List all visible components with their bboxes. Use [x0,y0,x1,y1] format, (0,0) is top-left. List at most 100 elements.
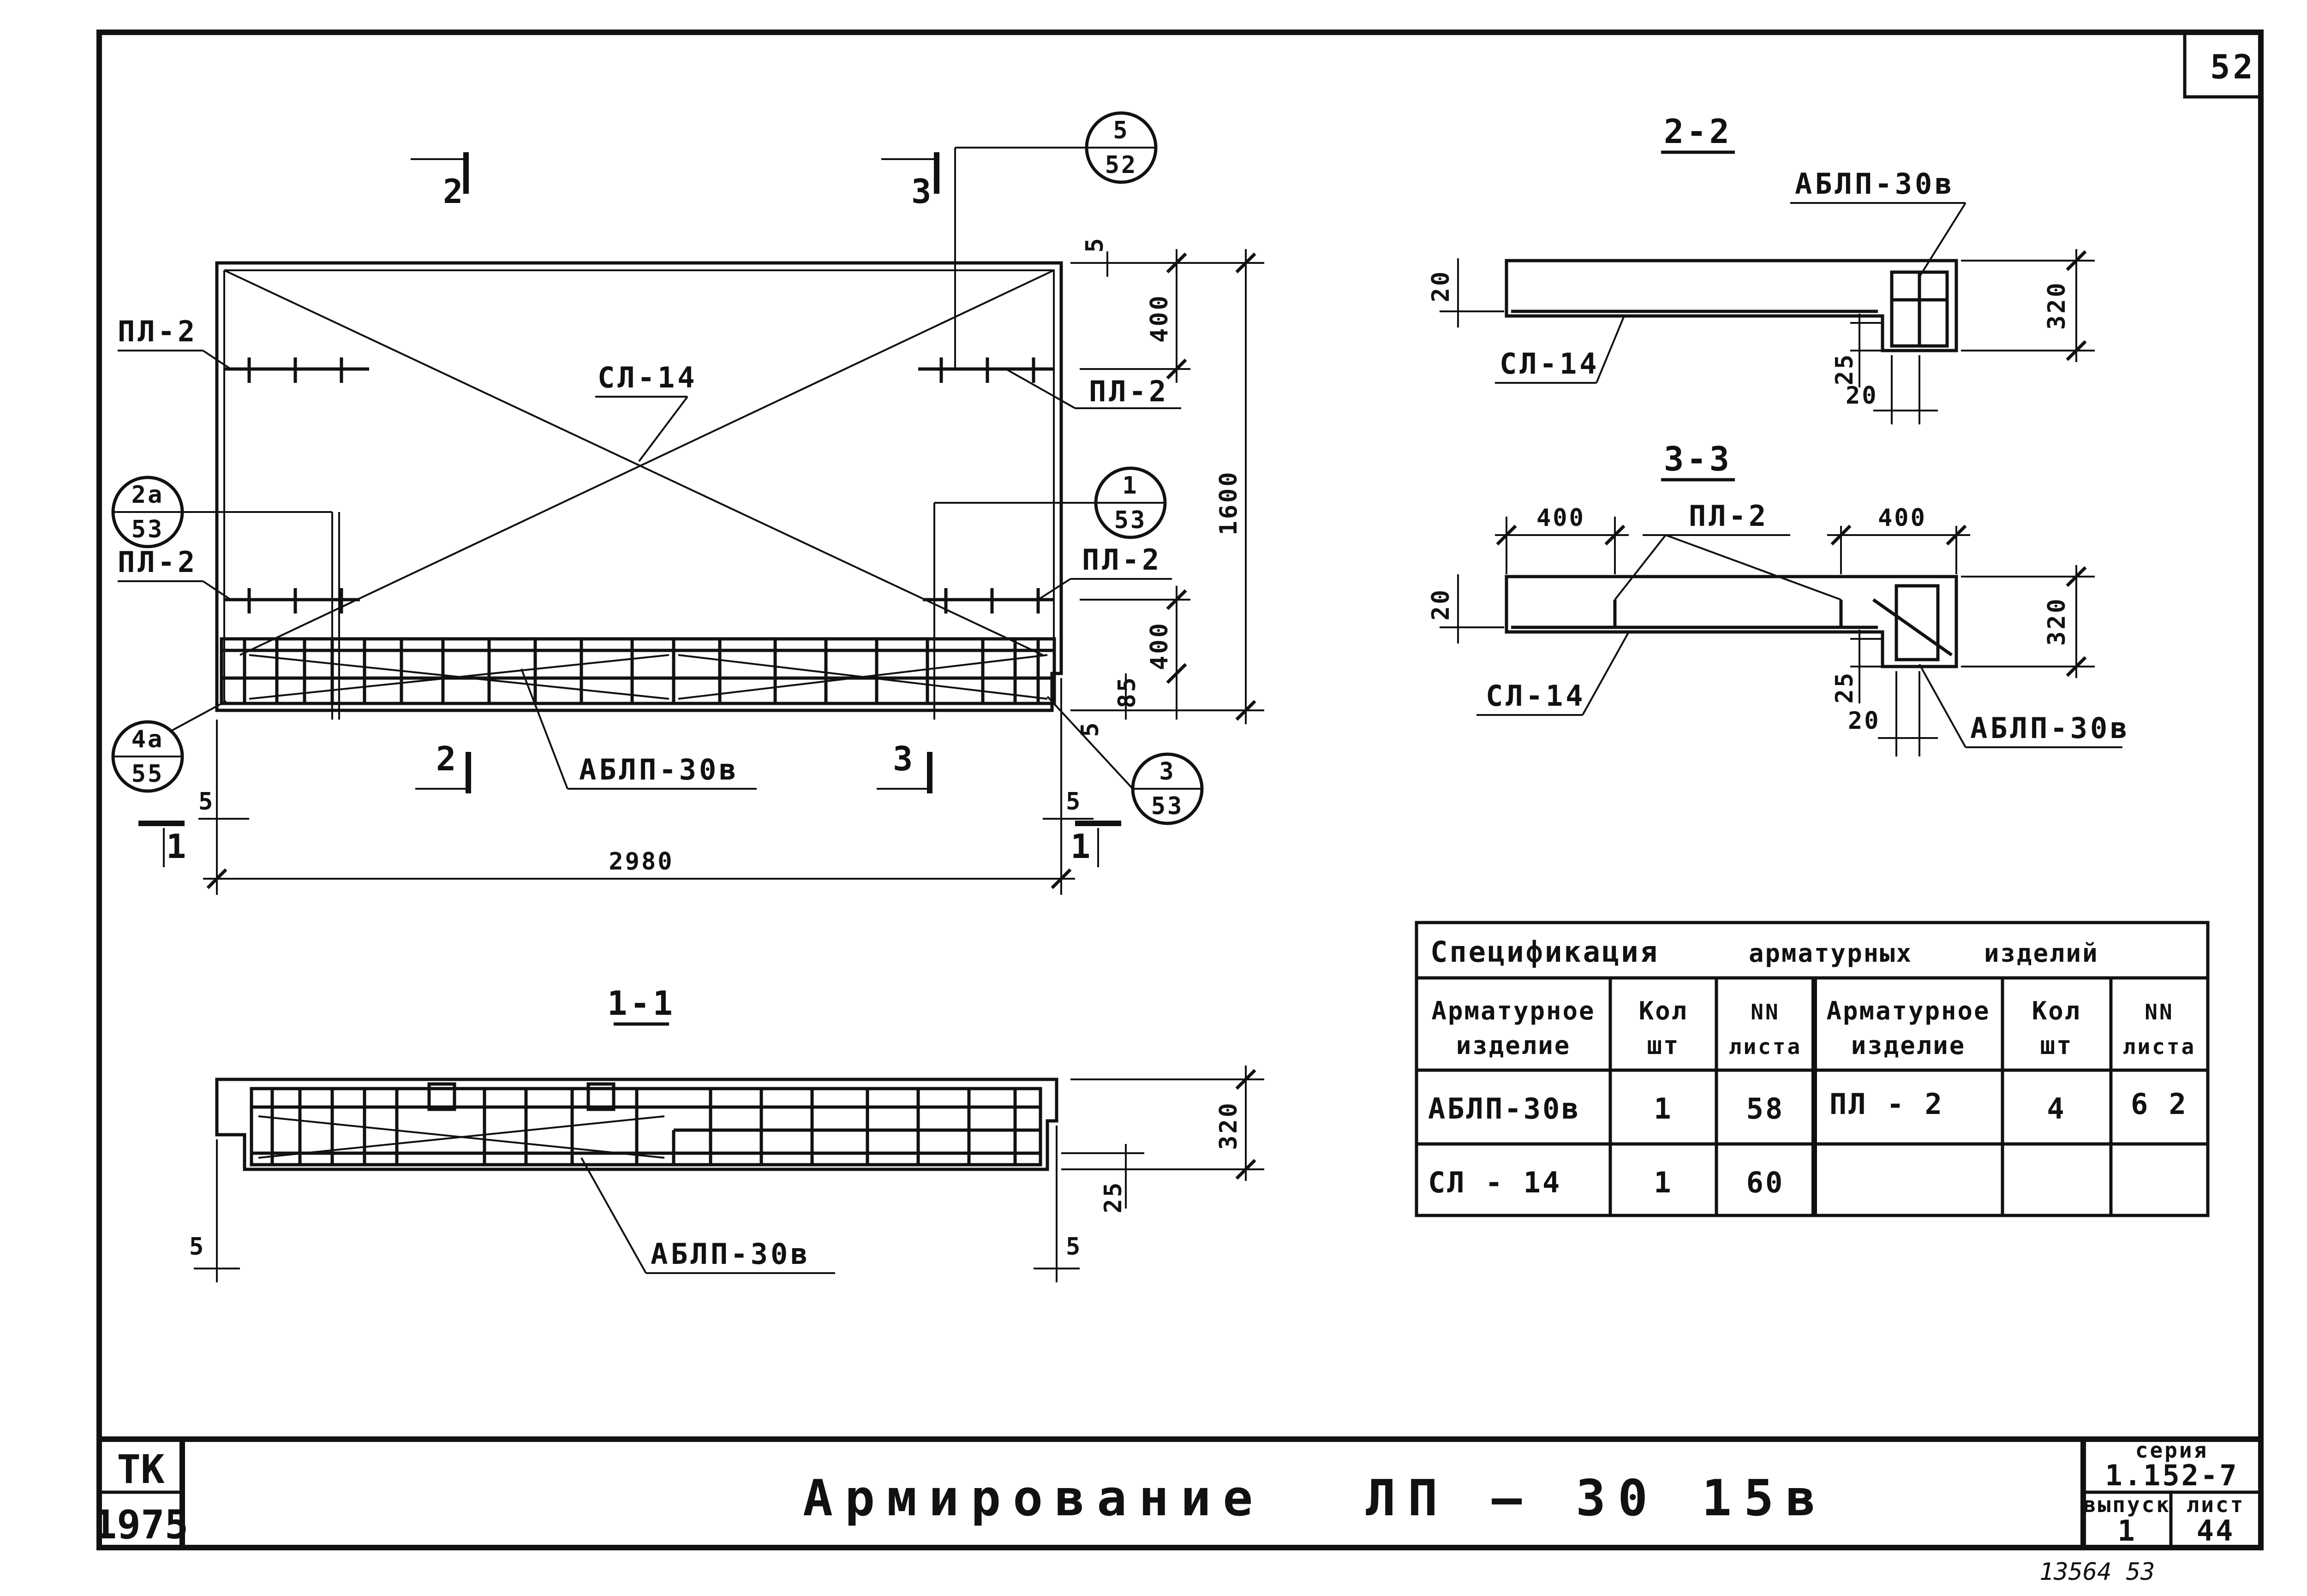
svg-text:шт: шт [1647,1031,1679,1060]
svg-text:NN: NN [2145,1000,2174,1024]
svg-text:85: 85 [1113,676,1141,709]
callout-2a-53: 2а 53 [111,476,340,720]
svg-text:53: 53 [1151,792,1184,820]
section-2-2: 2-2 АБЛП-30в СЛ-14 20 320 25 20 [1427,112,2095,424]
svg-text:5: 5 [189,1233,205,1261]
section-3-3-title: 3-3 [1664,440,1732,478]
svg-text:2: 2 [443,172,466,211]
svg-text:2980: 2980 [609,848,674,875]
svg-text:320: 320 [1215,1101,1243,1150]
svg-text:1: 1 [166,827,189,866]
spec-table: Спецификация арматурных изделий Арматурн… [1415,921,2210,1217]
svg-text:3: 3 [911,172,934,211]
label-sl14: СЛ-14 [598,361,698,394]
svg-text:53: 53 [1114,506,1147,534]
spec-title-1: Спецификация [1430,935,1659,969]
section-2-2-title: 2-2 [1664,112,1732,151]
svg-text:2: 2 [436,739,459,778]
svg-text:5: 5 [1113,117,1129,144]
section-1-1-title: 1-1 [607,984,675,1023]
dimension-height: 1600 [1070,249,1264,724]
section-3-3-ablp: АБЛП-30в [1970,711,2130,745]
svg-text:25: 25 [1831,671,1859,704]
svg-text:320: 320 [2043,597,2071,646]
section-mark-1-left: 1 [138,821,189,867]
label-pl2-bottom-right: ПЛ-2 [1082,543,1162,577]
callout-4a-55: 4а 55 [111,700,227,793]
svg-text:1: 1 [1654,1166,1673,1199]
sheet-label: лист [2187,1492,2245,1517]
section-1-1-stirrups [270,1089,1017,1165]
section-mark-2-top: 2 [411,152,469,211]
svg-text:2а: 2а [131,481,164,509]
svg-text:25: 25 [1100,1181,1127,1214]
svg-text:5: 5 [1076,721,1104,737]
svg-text:400: 400 [1536,504,1585,532]
section-mark-1-right: 1 [1070,821,1121,867]
svg-text:20: 20 [1846,382,1878,410]
svg-text:20: 20 [1427,588,1455,621]
footer-note: 13564 53 [2039,1558,2155,1586]
issue-label: выпуск [2083,1492,2171,1517]
lifting-loops [224,357,1054,613]
plan-view: ПЛ-2 ПЛ-2 ПЛ-2 ПЛ-2 СЛ-14 АБЛП-30в 5 52 … [111,111,1264,895]
svg-text:изделие: изделие [1851,1031,1966,1060]
dimension-400-top: 400 5 [1080,236,1190,383]
corner-number: 52 [2210,48,2256,86]
svg-text:25: 25 [1831,353,1859,386]
svg-text:1: 1 [1654,1092,1673,1126]
sheet-value: 44 [2197,1514,2235,1548]
stamp-tk: ТК [117,1447,165,1493]
svg-text:Арматурное: Арматурное [1431,996,1595,1025]
issue-value: 1 [2117,1514,2136,1548]
corner-number-box: 52 [2183,32,2261,99]
svg-text:шт: шт [2040,1031,2073,1060]
spec-row-1: АБЛП-30в 1 58 ПЛ - 2 4 6 2 [1428,1087,2188,1126]
dimension-400-bottom: 400 85 5 [1076,586,1190,737]
svg-text:5: 5 [1066,1233,1082,1261]
callout-5-52: 5 52 [954,111,1158,369]
svg-text:1: 1 [1122,472,1138,500]
dimension-length: 2980 5 5 [198,678,1094,895]
stamp-year: 1975 [93,1502,188,1548]
stirrups [243,639,1040,703]
svg-text:400: 400 [1878,504,1927,532]
svg-text:400: 400 [1146,621,1173,670]
section-3-3: 3-3 ПЛ-2 СЛ-14 АБЛП-30в 400 400 20 320 2… [1427,440,2130,756]
svg-text:листа: листа [1729,1034,1802,1059]
svg-text:5: 5 [1081,236,1109,252]
label-pl2-top-right: ПЛ-2 [1089,375,1169,408]
svg-text:320: 320 [2043,281,2071,330]
callout-1-53: 1 53 [933,466,1167,720]
svg-text:листа: листа [2123,1034,2196,1059]
section-2-2-ablp: АБЛП-30в [1795,167,1955,201]
mesh-diagonal-1 [224,269,1043,656]
sheet-frame [96,30,2264,1550]
svg-text:6 2: 6 2 [2131,1087,2188,1121]
spec-title-3: изделий [1984,939,2099,968]
svg-text:Кол: Кол [1639,996,1688,1025]
svg-text:3: 3 [893,739,915,778]
svg-text:Кол: Кол [2032,996,2081,1025]
svg-text:ПЛ - 2: ПЛ - 2 [1829,1087,1944,1121]
section-mark-2-bottom: 2 [415,739,471,793]
spec-title-2: арматурных [1749,939,1913,968]
title-block: ТК 1975 Армирование ЛП — 30 15в серия 1.… [93,1436,2261,1548]
series-label: серия [2135,1438,2208,1463]
section-mark-3-top: 3 [881,152,939,211]
svg-text:52: 52 [1105,151,1138,179]
section-3-3-pl: ПЛ-2 [1689,499,1769,533]
svg-text:4а: 4а [131,726,164,753]
svg-text:60: 60 [1746,1166,1785,1199]
series-value: 1.152-7 [2105,1459,2238,1492]
section-mark-3-bottom: 3 [877,739,932,793]
slab-outline [215,261,1063,712]
svg-text:53: 53 [131,516,164,543]
svg-text:400: 400 [1146,294,1173,343]
svg-text:55: 55 [131,760,164,788]
svg-text:20: 20 [1848,707,1881,735]
svg-text:4: 4 [2047,1092,2066,1126]
spec-row-2: СЛ - 14 1 60 [1428,1166,1785,1199]
svg-text:58: 58 [1746,1092,1785,1126]
label-ablp-plan: АБЛП-30в [579,753,739,786]
